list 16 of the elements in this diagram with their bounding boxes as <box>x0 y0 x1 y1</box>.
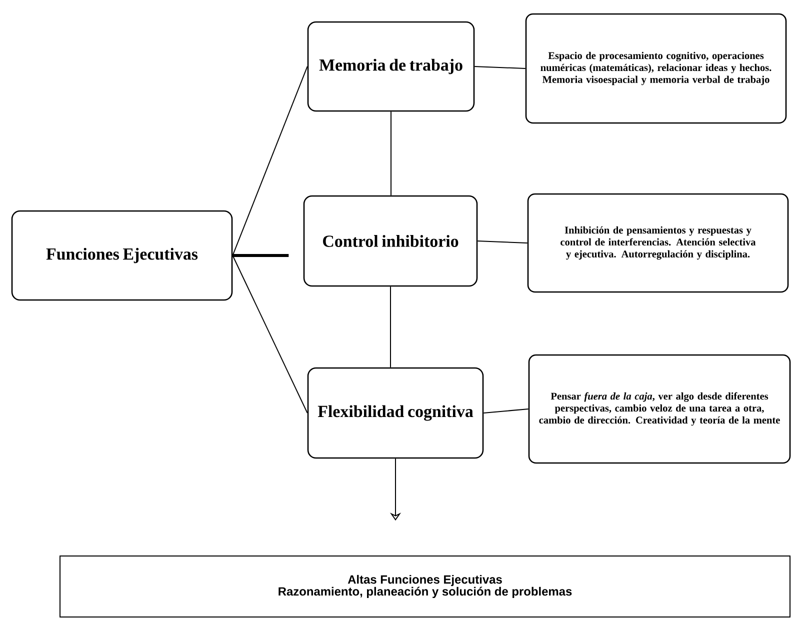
connector <box>232 254 289 257</box>
connector <box>390 111 392 196</box>
connector <box>483 408 529 414</box>
concept-box: Funciones Ejecutivas <box>11 210 233 301</box>
connector <box>474 66 526 69</box>
concept-box: Control inhibitorio <box>303 195 478 287</box>
result-box: Altas Funciones Ejecutivas Razonamiento, planeación y solución de problemas <box>60 556 790 618</box>
concept-box: Flexibilidad cognitiva <box>307 367 484 459</box>
connector <box>390 286 391 368</box>
connector <box>232 255 308 414</box>
description-box: Pensar fuera de la caja, ver algo desde diferentes perspectivas, cambio veloz de una tarea a otra, cambio de dirección. Creatividad y teoría de la mente <box>528 354 791 464</box>
description-box: Espacio de procesamiento cognitivo, operaciones numéricas (matemáticas), relacionar ideas y hechos. Memoria visoespacial y memoria verbal de trabajo <box>525 13 787 124</box>
description-box: Inhibición de pensamientos y respuestas y control de interferencias. Atención selectiva y ejecutiva. Autorregulación y disciplina. <box>527 193 789 293</box>
concept-box: Memoria de trabajo <box>307 21 475 112</box>
connector <box>232 66 308 256</box>
connector <box>477 240 528 244</box>
